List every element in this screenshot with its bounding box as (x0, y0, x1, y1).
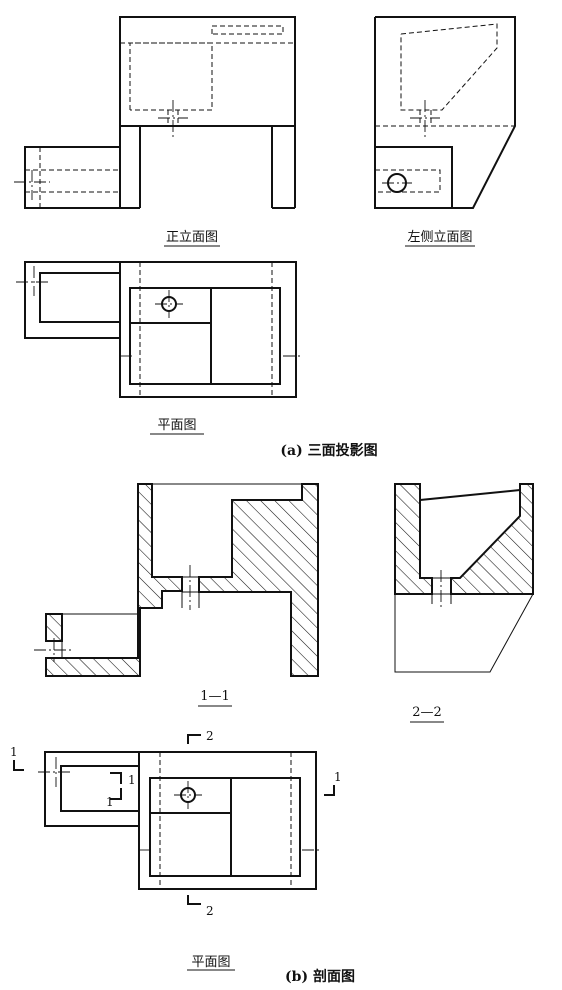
plan-view-a-label: 平面图 (157, 418, 196, 433)
caption-b: (b) 剖面图 (285, 968, 355, 985)
cut-mark-1-mid-upper: 1 (128, 773, 136, 787)
cut-mark-2-bottom: 2 (206, 904, 214, 918)
left-elevation (374, 16, 516, 209)
left-view-label: 左侧立面图 (407, 230, 472, 245)
section-1-1-label: 1—1 (200, 689, 230, 704)
section-1-1 (34, 483, 319, 677)
section-2-2-label: 2—2 (412, 705, 442, 720)
plan-view-b-label: 平面图 (191, 955, 230, 970)
caption-a: (a) 三面投影图 (280, 443, 377, 459)
plan-view-b (38, 751, 320, 890)
front-elevation (14, 16, 296, 209)
front-view-label: 正立面图 (166, 230, 218, 245)
cut-mark-1-mid-lower: 1 (106, 795, 114, 809)
cut-mark-1-top-left: 1 (10, 745, 18, 759)
cut-marks (13, 734, 335, 905)
plan-view-a (16, 261, 300, 398)
cut-mark-1-right: 1 (334, 770, 342, 784)
cut-mark-2-top: 2 (206, 729, 214, 743)
section-2-2 (394, 483, 534, 673)
